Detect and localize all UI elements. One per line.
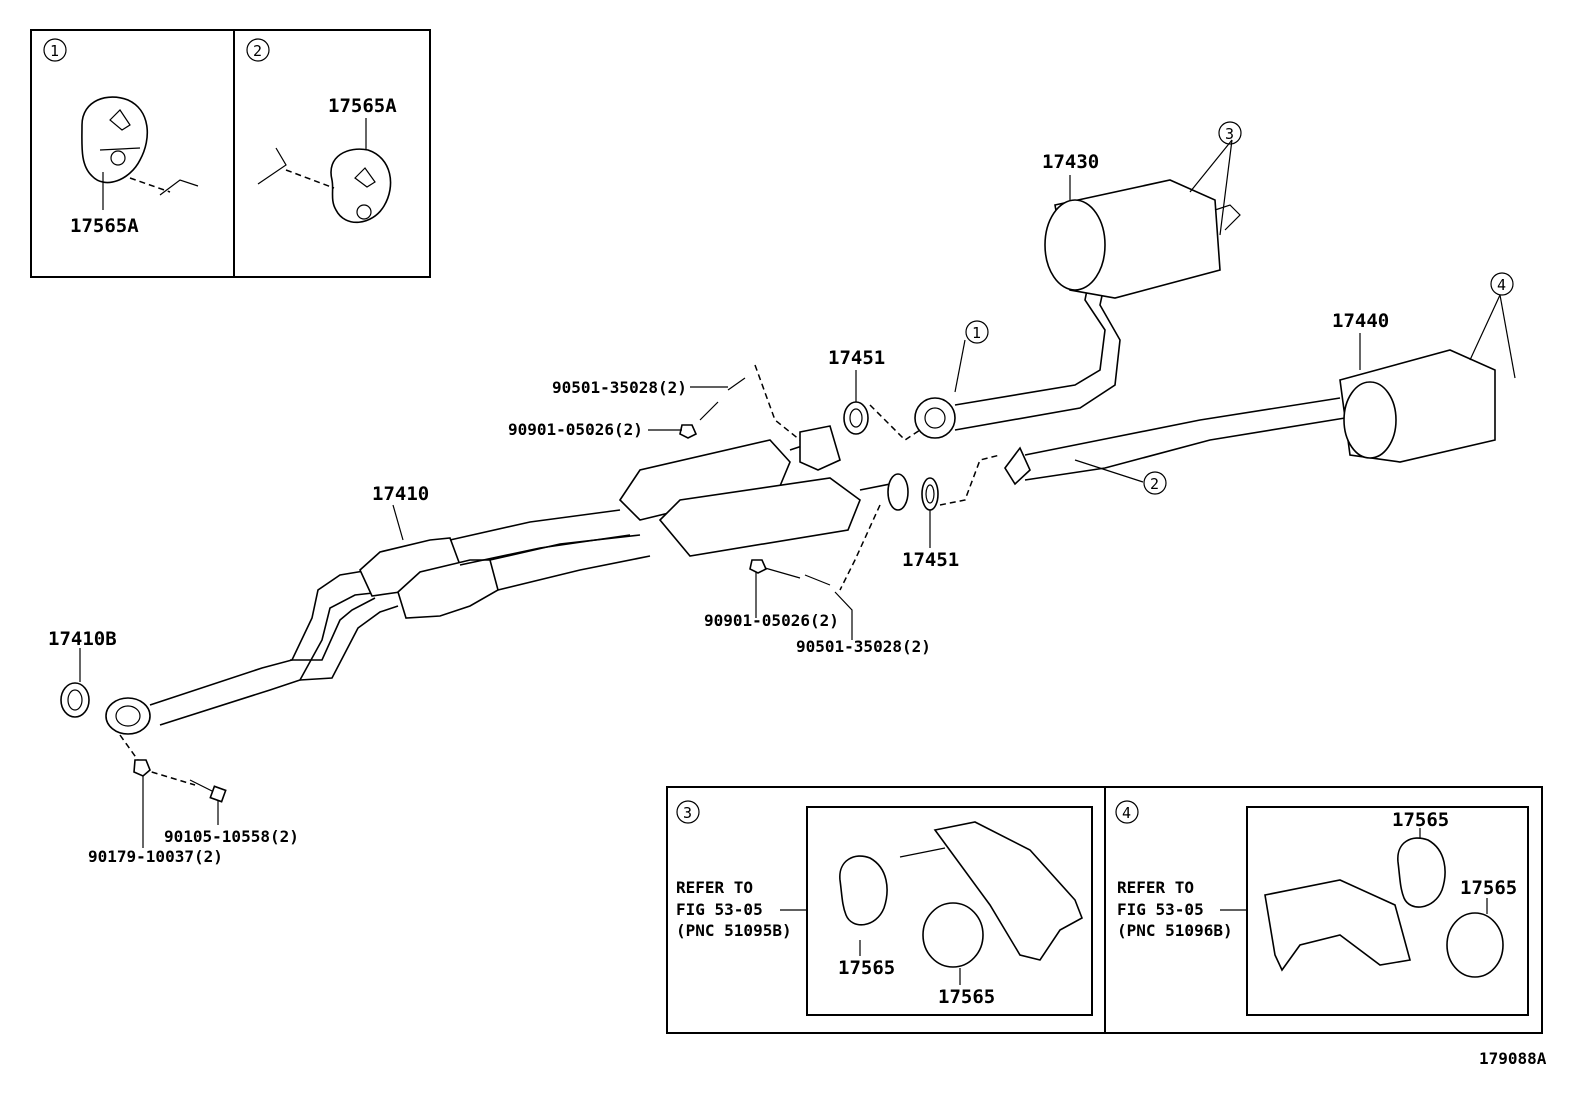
inset-1: 1 17565A xyxy=(30,29,235,278)
gasket-upper: 17451 xyxy=(828,347,921,441)
callout-4 xyxy=(1490,272,1514,296)
center-resonator-upper xyxy=(618,439,791,521)
inset-3-refer-2: FIG 53-05 xyxy=(676,900,763,919)
gasket-front: 17410B xyxy=(48,628,117,718)
inset-1-part-label: 17565A xyxy=(70,215,139,237)
svg-text:1: 1 xyxy=(972,324,981,342)
hanger-rubber-icon xyxy=(839,855,888,926)
label-gasket-front: 17410B xyxy=(48,628,117,650)
inset-4-part-a: 17565 xyxy=(1392,809,1449,831)
inset-3-refer-1: REFER TO xyxy=(676,878,753,897)
callout-1 xyxy=(965,320,989,344)
hanger-rubber-icon xyxy=(81,96,148,184)
inset-2-part-label: 17565A xyxy=(328,95,397,117)
label-bolt-upper: 90901-05026(2) xyxy=(508,420,643,439)
label-gasket-lower: 17451 xyxy=(902,549,959,571)
hanger-rubber-icon xyxy=(330,148,392,224)
label-bolt-front: 90105-10558(2) xyxy=(164,827,299,846)
label-muffler-right: 17440 xyxy=(1332,310,1389,332)
svg-text:2: 2 xyxy=(1150,475,1159,493)
inset-3-number: 3 xyxy=(683,804,692,822)
front-fasteners: 90105-10558(2) 90179-10037(2) xyxy=(88,734,299,866)
muffler-left: 17430 3 1 xyxy=(914,121,1242,439)
inset-4-part-b: 17565 xyxy=(1460,877,1517,899)
diagram-id: 179088A xyxy=(1479,1049,1547,1068)
bracket-icon xyxy=(1264,879,1412,972)
gasket-lower: 17451 xyxy=(902,454,1001,571)
lower-flange xyxy=(887,473,909,511)
inset-3-refer-3: (PNC 51095B) xyxy=(676,921,792,940)
callout-2 xyxy=(1143,471,1167,495)
inset-1-number: 1 xyxy=(50,42,59,60)
label-bolt-lower: 90901-05026(2) xyxy=(704,611,839,630)
inset-3-part-a: 17565 xyxy=(838,957,895,979)
inset-3: 3 REFER TO FIG 53-05 (PNC 51095B) 17565 … xyxy=(666,786,1106,1034)
upper-flange xyxy=(799,425,841,471)
center-resonator-lower xyxy=(658,477,861,557)
front-pipe: 17410 xyxy=(105,483,651,735)
label-nut-front: 90179-10037(2) xyxy=(88,847,223,866)
label-gasket-upper: 17451 xyxy=(828,347,885,369)
front-flange xyxy=(105,697,151,735)
label-muffler-left: 17430 xyxy=(1042,151,1099,173)
upper-fasteners: 90501-35028(2) 90901-05026(2) xyxy=(508,364,801,441)
muffler-right: 17440 4 2 xyxy=(1004,272,1516,495)
label-spring-lower: 90501-35028(2) xyxy=(796,637,931,656)
nut-icon xyxy=(133,759,151,777)
inset-3-part-b: 17565 xyxy=(938,986,995,1008)
callout-3 xyxy=(1218,121,1242,145)
inset-4-number: 4 xyxy=(1122,804,1131,822)
inset-4-refer-2: FIG 53-05 xyxy=(1117,900,1204,919)
inset-4: 4 REFER TO FIG 53-05 (PNC 51096B) 17565 … xyxy=(1104,786,1543,1034)
inset-4-refer-1: REFER TO xyxy=(1117,878,1194,897)
label-front-pipe: 17410 xyxy=(372,483,429,505)
hanger-rubber-icon xyxy=(922,902,984,968)
muffler-left-flange xyxy=(914,397,956,439)
label-spring-upper: 90501-35028(2) xyxy=(552,378,687,397)
muffler-right-flange xyxy=(1004,446,1031,486)
bolt-icon xyxy=(749,559,768,574)
svg-text:3: 3 xyxy=(1225,125,1234,143)
svg-text:4: 4 xyxy=(1497,276,1506,294)
hanger-rubber-icon xyxy=(1397,837,1446,908)
inset-4-refer-3: (PNC 51096B) xyxy=(1117,921,1233,940)
lower-fasteners: 90901-05026(2) 90501-35028(2) xyxy=(704,504,931,656)
center-pipe xyxy=(618,425,909,557)
bolt-icon xyxy=(679,424,698,439)
bracket-icon xyxy=(933,821,1084,961)
inset-2-number: 2 xyxy=(253,42,262,60)
inset-2: 2 17565A xyxy=(233,29,431,278)
hanger-rubber-icon xyxy=(1446,912,1504,978)
